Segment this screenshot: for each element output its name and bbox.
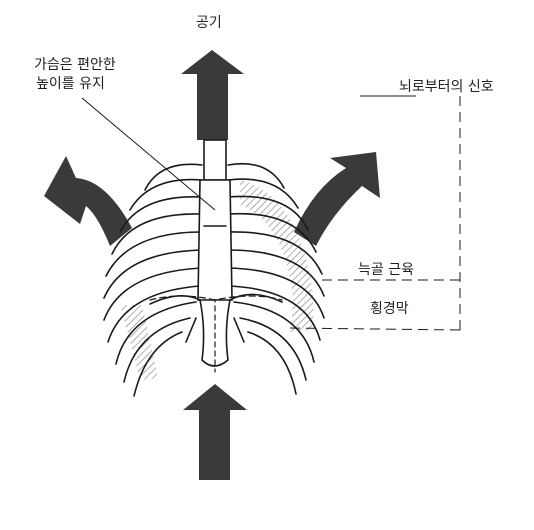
arrow-up-left: [44, 156, 132, 246]
arrow-up-top: [181, 50, 244, 140]
leader-lines: [81, 95, 461, 331]
air-label: 공기: [196, 15, 222, 31]
chest-leader: [81, 97, 216, 211]
rib-muscle-label: 늑골 근육: [358, 262, 414, 278]
arrow-up-right: [294, 152, 380, 246]
brain-signal-label: 뇌로부터의 신호: [399, 79, 494, 95]
chest-label-line1: 가슴은 편안한: [34, 57, 116, 73]
arrow-up-bottom: [183, 384, 247, 480]
diaphragm-leader: [289, 327, 461, 331]
chest-label-line2: 높이를 유지: [36, 76, 105, 92]
diaphragm-label: 횡경막: [370, 301, 409, 317]
rib-cage: [103, 139, 325, 397]
